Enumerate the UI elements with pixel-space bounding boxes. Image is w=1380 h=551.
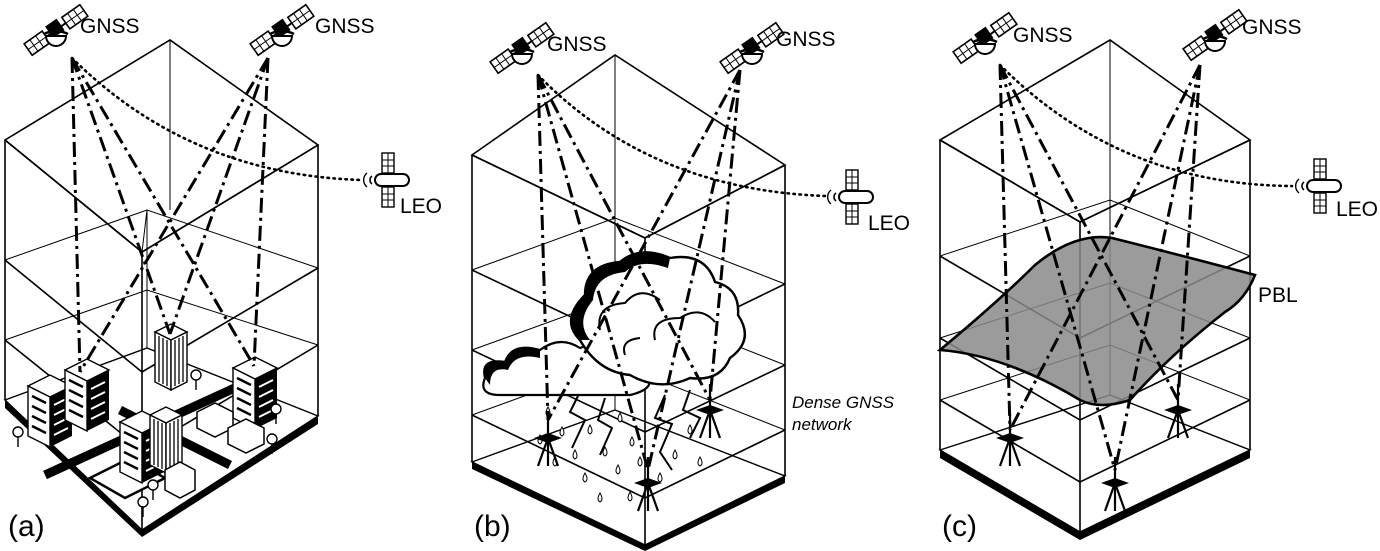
tree xyxy=(12,426,24,448)
panel-c-box xyxy=(938,39,1252,540)
leo-label: LEO xyxy=(868,212,910,235)
receiver-antenna-icon xyxy=(694,382,726,440)
gnss-satellite-icon xyxy=(247,1,316,57)
gnss-label: GNSS xyxy=(315,15,375,38)
annotation-line2: network xyxy=(792,415,853,434)
gnss-label: GNSS xyxy=(776,28,836,51)
leo-satellite-icon xyxy=(826,169,874,225)
gnss-satellite-icon xyxy=(717,19,786,75)
gnss-label: GNSS xyxy=(547,33,607,56)
annotation-line1: Dense GNSS xyxy=(792,393,895,412)
panel-label: (a) xyxy=(8,510,45,543)
gnss-label: GNSS xyxy=(1242,16,1302,39)
building xyxy=(231,355,279,431)
leo-label: LEO xyxy=(1336,198,1378,221)
storm-cloud xyxy=(482,251,747,397)
lightning xyxy=(568,389,702,471)
pbl-label: PBL xyxy=(1258,284,1298,307)
gnss-satellite-icon xyxy=(487,19,556,75)
signal-paths xyxy=(536,69,828,471)
panel-a: GNSS GNSS LEO (a) xyxy=(3,1,442,543)
signal-paths xyxy=(998,63,1294,471)
city-scene xyxy=(12,323,282,518)
panel-label: (c) xyxy=(942,510,977,543)
gnss-satellite-icon xyxy=(21,1,90,57)
pbl-surface xyxy=(936,235,1257,407)
gnss-satellite-icon xyxy=(1180,6,1249,62)
panel-c: GNSS GNSS LEO PBL (c) xyxy=(936,6,1378,543)
leo-label: LEO xyxy=(400,195,442,218)
gnss-satellite-icon xyxy=(950,9,1019,65)
panel-b: GNSS GNSS LEO Dense GNSS network (b) xyxy=(470,19,910,551)
signal-paths xyxy=(70,56,364,373)
gnss-label: GNSS xyxy=(1013,24,1073,47)
gnss-label: GNSS xyxy=(80,15,140,38)
leo-satellite-icon xyxy=(1294,158,1342,214)
building xyxy=(63,357,111,433)
panel-label: (b) xyxy=(474,510,511,543)
